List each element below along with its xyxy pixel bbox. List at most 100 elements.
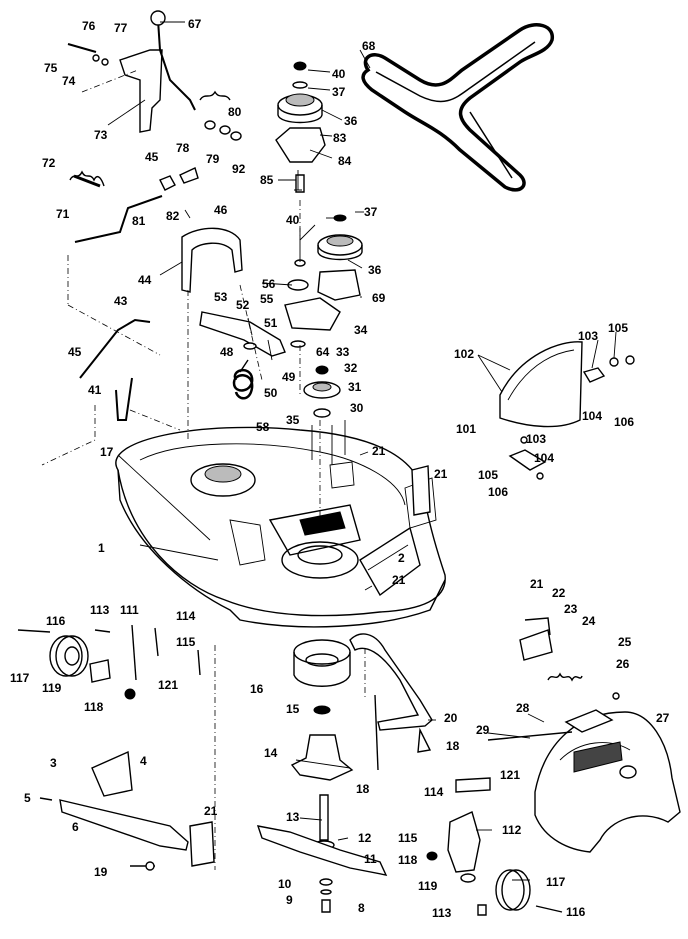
callout-32: 32 — [344, 361, 358, 375]
callout-78: 78 — [176, 141, 190, 155]
callout-71: 71 — [56, 207, 70, 221]
deck-hanger-bracket — [359, 451, 431, 591]
spindle-shaft-and-blade — [256, 794, 388, 913]
callout-72: 72 — [42, 156, 56, 170]
callout-43: 43 — [114, 294, 128, 308]
callout-92: 92 — [232, 162, 246, 176]
callout-82: 82 — [166, 209, 180, 223]
callout-22: 22 — [552, 586, 566, 600]
callout-27: 27 — [656, 711, 670, 725]
callout-106: 106 — [488, 485, 508, 499]
callout-11: 11 — [364, 852, 377, 866]
callout-4: 4 — [140, 754, 147, 768]
callout-117: 117 — [546, 875, 566, 889]
callout-17: 17 — [100, 445, 114, 459]
callout-51: 51 — [264, 316, 278, 330]
discharge-chute — [487, 617, 681, 853]
callout-77: 77 — [114, 21, 128, 35]
callout-58: 58 — [256, 420, 270, 434]
callout-37: 37 — [364, 205, 378, 219]
callout-3: 3 — [50, 756, 57, 770]
callout-41: 41 — [88, 383, 102, 397]
callout-56: 56 — [262, 277, 276, 291]
callout-113: 113 — [432, 906, 452, 920]
callout-21: 21 — [392, 573, 406, 587]
upper-idler-pulley-assembly — [275, 61, 326, 193]
callout-31: 31 — [348, 380, 362, 394]
callout-29: 29 — [476, 723, 490, 737]
callout-48: 48 — [220, 345, 234, 359]
callout-8: 8 — [358, 901, 365, 915]
callout-103: 103 — [578, 329, 598, 343]
callout-114: 114 — [424, 785, 444, 799]
callout-35: 35 — [286, 413, 300, 427]
idler-arm — [199, 311, 286, 361]
callout-114: 114 — [176, 609, 196, 623]
callout-21: 21 — [372, 444, 386, 458]
callout-119: 119 — [42, 681, 62, 695]
callout-106: 106 — [614, 415, 634, 429]
callout-79: 79 — [206, 152, 220, 166]
callout-9: 9 — [286, 893, 293, 907]
callout-117: 117 — [10, 671, 30, 685]
callout-113: 113 — [90, 603, 110, 617]
callout-68: 68 — [362, 39, 376, 53]
callout-119: 119 — [418, 879, 438, 893]
callout-50: 50 — [264, 386, 278, 400]
callout-76: 76 — [82, 19, 96, 33]
callout-6: 6 — [72, 820, 79, 834]
callout-84: 84 — [338, 154, 352, 168]
callout-102: 102 — [454, 347, 474, 361]
callout-111: 111 — [120, 603, 139, 617]
callout-40: 40 — [286, 213, 300, 227]
callout-115: 115 — [176, 635, 196, 649]
callout-16: 16 — [250, 682, 264, 696]
callout-116: 116 — [46, 614, 66, 628]
callout-40: 40 — [332, 67, 346, 81]
callout-34: 34 — [354, 323, 368, 337]
callout-112: 112 — [502, 823, 522, 837]
callout-83: 83 — [333, 131, 347, 145]
callout-118: 118 — [84, 700, 104, 714]
spindle-housing — [290, 639, 354, 781]
torsion-spring — [232, 359, 254, 400]
callout-85: 85 — [260, 173, 274, 187]
callout-18: 18 — [356, 782, 370, 796]
rear-baffle — [349, 633, 433, 771]
callout-121: 121 — [158, 678, 178, 692]
callout-15: 15 — [286, 702, 300, 716]
callout-49: 49 — [282, 370, 296, 384]
callout-labels: 76 77 67 75 74 68 40 37 80 36 73 83 84 7… — [10, 17, 670, 920]
callout-21: 21 — [530, 577, 544, 591]
callout-80: 80 — [228, 105, 242, 119]
callout-2: 2 — [398, 551, 405, 565]
callout-13: 13 — [286, 810, 300, 824]
drive-belt — [361, 23, 554, 192]
front-wheel-left — [17, 624, 201, 700]
callout-23: 23 — [564, 602, 578, 616]
callout-24: 24 — [582, 614, 596, 628]
callout-14: 14 — [264, 746, 278, 760]
callout-74: 74 — [62, 74, 76, 88]
spindle-pulley-parts — [303, 365, 346, 465]
callout-45: 45 — [145, 150, 159, 164]
callout-21: 21 — [434, 467, 448, 481]
callout-105: 105 — [478, 468, 498, 482]
callout-25: 25 — [618, 635, 632, 649]
lower-idler-pulley-assembly — [284, 214, 363, 348]
callout-103: 103 — [526, 432, 546, 446]
callout-44: 44 — [138, 273, 152, 287]
callout-19: 19 — [94, 865, 108, 879]
callout-73: 73 — [94, 128, 108, 142]
callout-55: 55 — [260, 292, 274, 306]
callout-12: 12 — [358, 831, 372, 845]
callout-104: 104 — [582, 409, 602, 423]
callout-5: 5 — [24, 791, 31, 805]
callout-18: 18 — [446, 739, 460, 753]
discharge-shield — [499, 341, 635, 480]
callout-1: 1 — [98, 541, 105, 555]
assembly-guide-lines — [41, 69, 366, 870]
callout-64: 64 — [316, 345, 330, 359]
callout-37: 37 — [332, 85, 346, 99]
